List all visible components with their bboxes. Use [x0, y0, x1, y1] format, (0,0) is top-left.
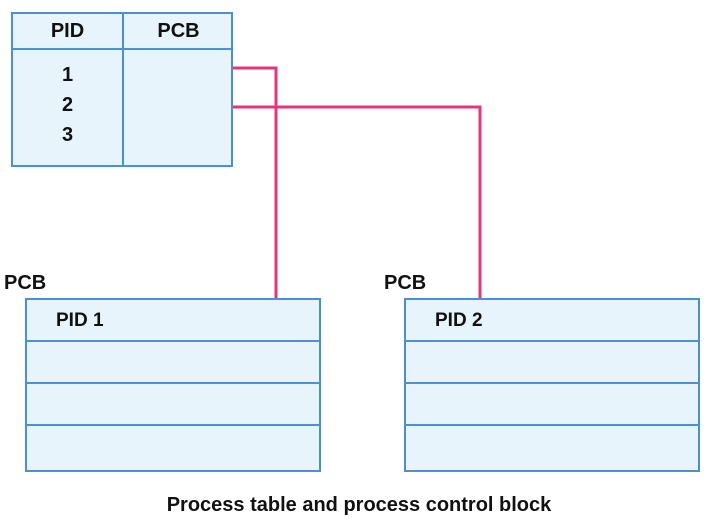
pcb-title: PID 2 [406, 300, 698, 342]
link-pid1-to-pcb1 [233, 66, 278, 300]
pcb-row [406, 342, 698, 384]
diagram-caption: Process table and process control block [166, 494, 552, 516]
pid-column-header: PID [50, 20, 85, 42]
pcb-row [27, 426, 319, 468]
pcb-title: PID 1 [27, 300, 319, 342]
process-table: PID PCB 1 2 3 [11, 12, 233, 167]
column-divider [122, 14, 124, 165]
pcb-row [406, 384, 698, 426]
pid-entry: 1 [61, 64, 74, 86]
pid-entry: 2 [61, 94, 74, 116]
pid-entry: 3 [61, 124, 74, 146]
pid-list: 1 2 3 [13, 60, 122, 150]
pcb-block-2: PID 2 [404, 298, 700, 472]
pcb-column-header: PCB [157, 20, 200, 42]
pcb-row [27, 384, 319, 426]
pcb-label: PCB [384, 272, 427, 294]
pcb-block-1: PID 1 [25, 298, 321, 472]
link-pid2-to-pcb2 [233, 105, 482, 300]
pcb-row [406, 426, 698, 468]
header-divider [13, 48, 231, 50]
pcb-row [27, 342, 319, 384]
pcb-label: PCB [4, 272, 47, 294]
